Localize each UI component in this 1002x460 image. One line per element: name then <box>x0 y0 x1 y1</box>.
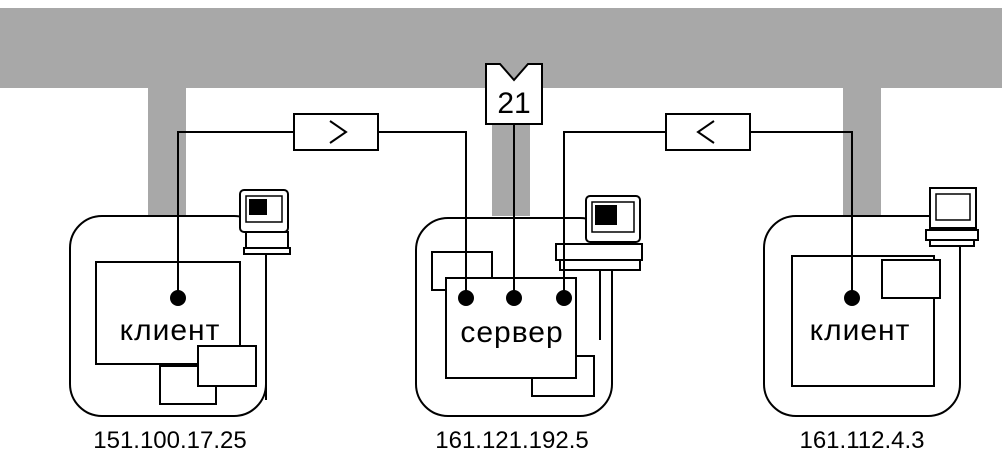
endpoint-dot <box>506 290 522 306</box>
endpoint-dot <box>458 290 474 306</box>
ip-label-left: 151.100.17.25 <box>93 427 246 454</box>
role-label-left: клиент <box>120 314 221 347</box>
endpoint-dots <box>170 290 860 306</box>
connection-box-left <box>294 114 378 150</box>
role-label-server: сервер <box>460 316 563 349</box>
endpoint-dot <box>844 290 860 306</box>
computer-icon <box>556 196 642 270</box>
ip-label-server: 161.121.192.5 <box>435 427 588 454</box>
computer-icon <box>926 188 978 246</box>
port-label: 21 <box>497 87 530 120</box>
window-front <box>198 346 256 386</box>
role-label-right: клиент <box>810 314 911 347</box>
computer-icon <box>240 190 290 254</box>
endpoint-dot <box>556 290 572 306</box>
ip-label-right: 161.112.4.3 <box>799 427 924 454</box>
connection-box-right <box>666 114 750 150</box>
endpoint-dot <box>170 290 186 306</box>
window-small <box>882 260 940 298</box>
